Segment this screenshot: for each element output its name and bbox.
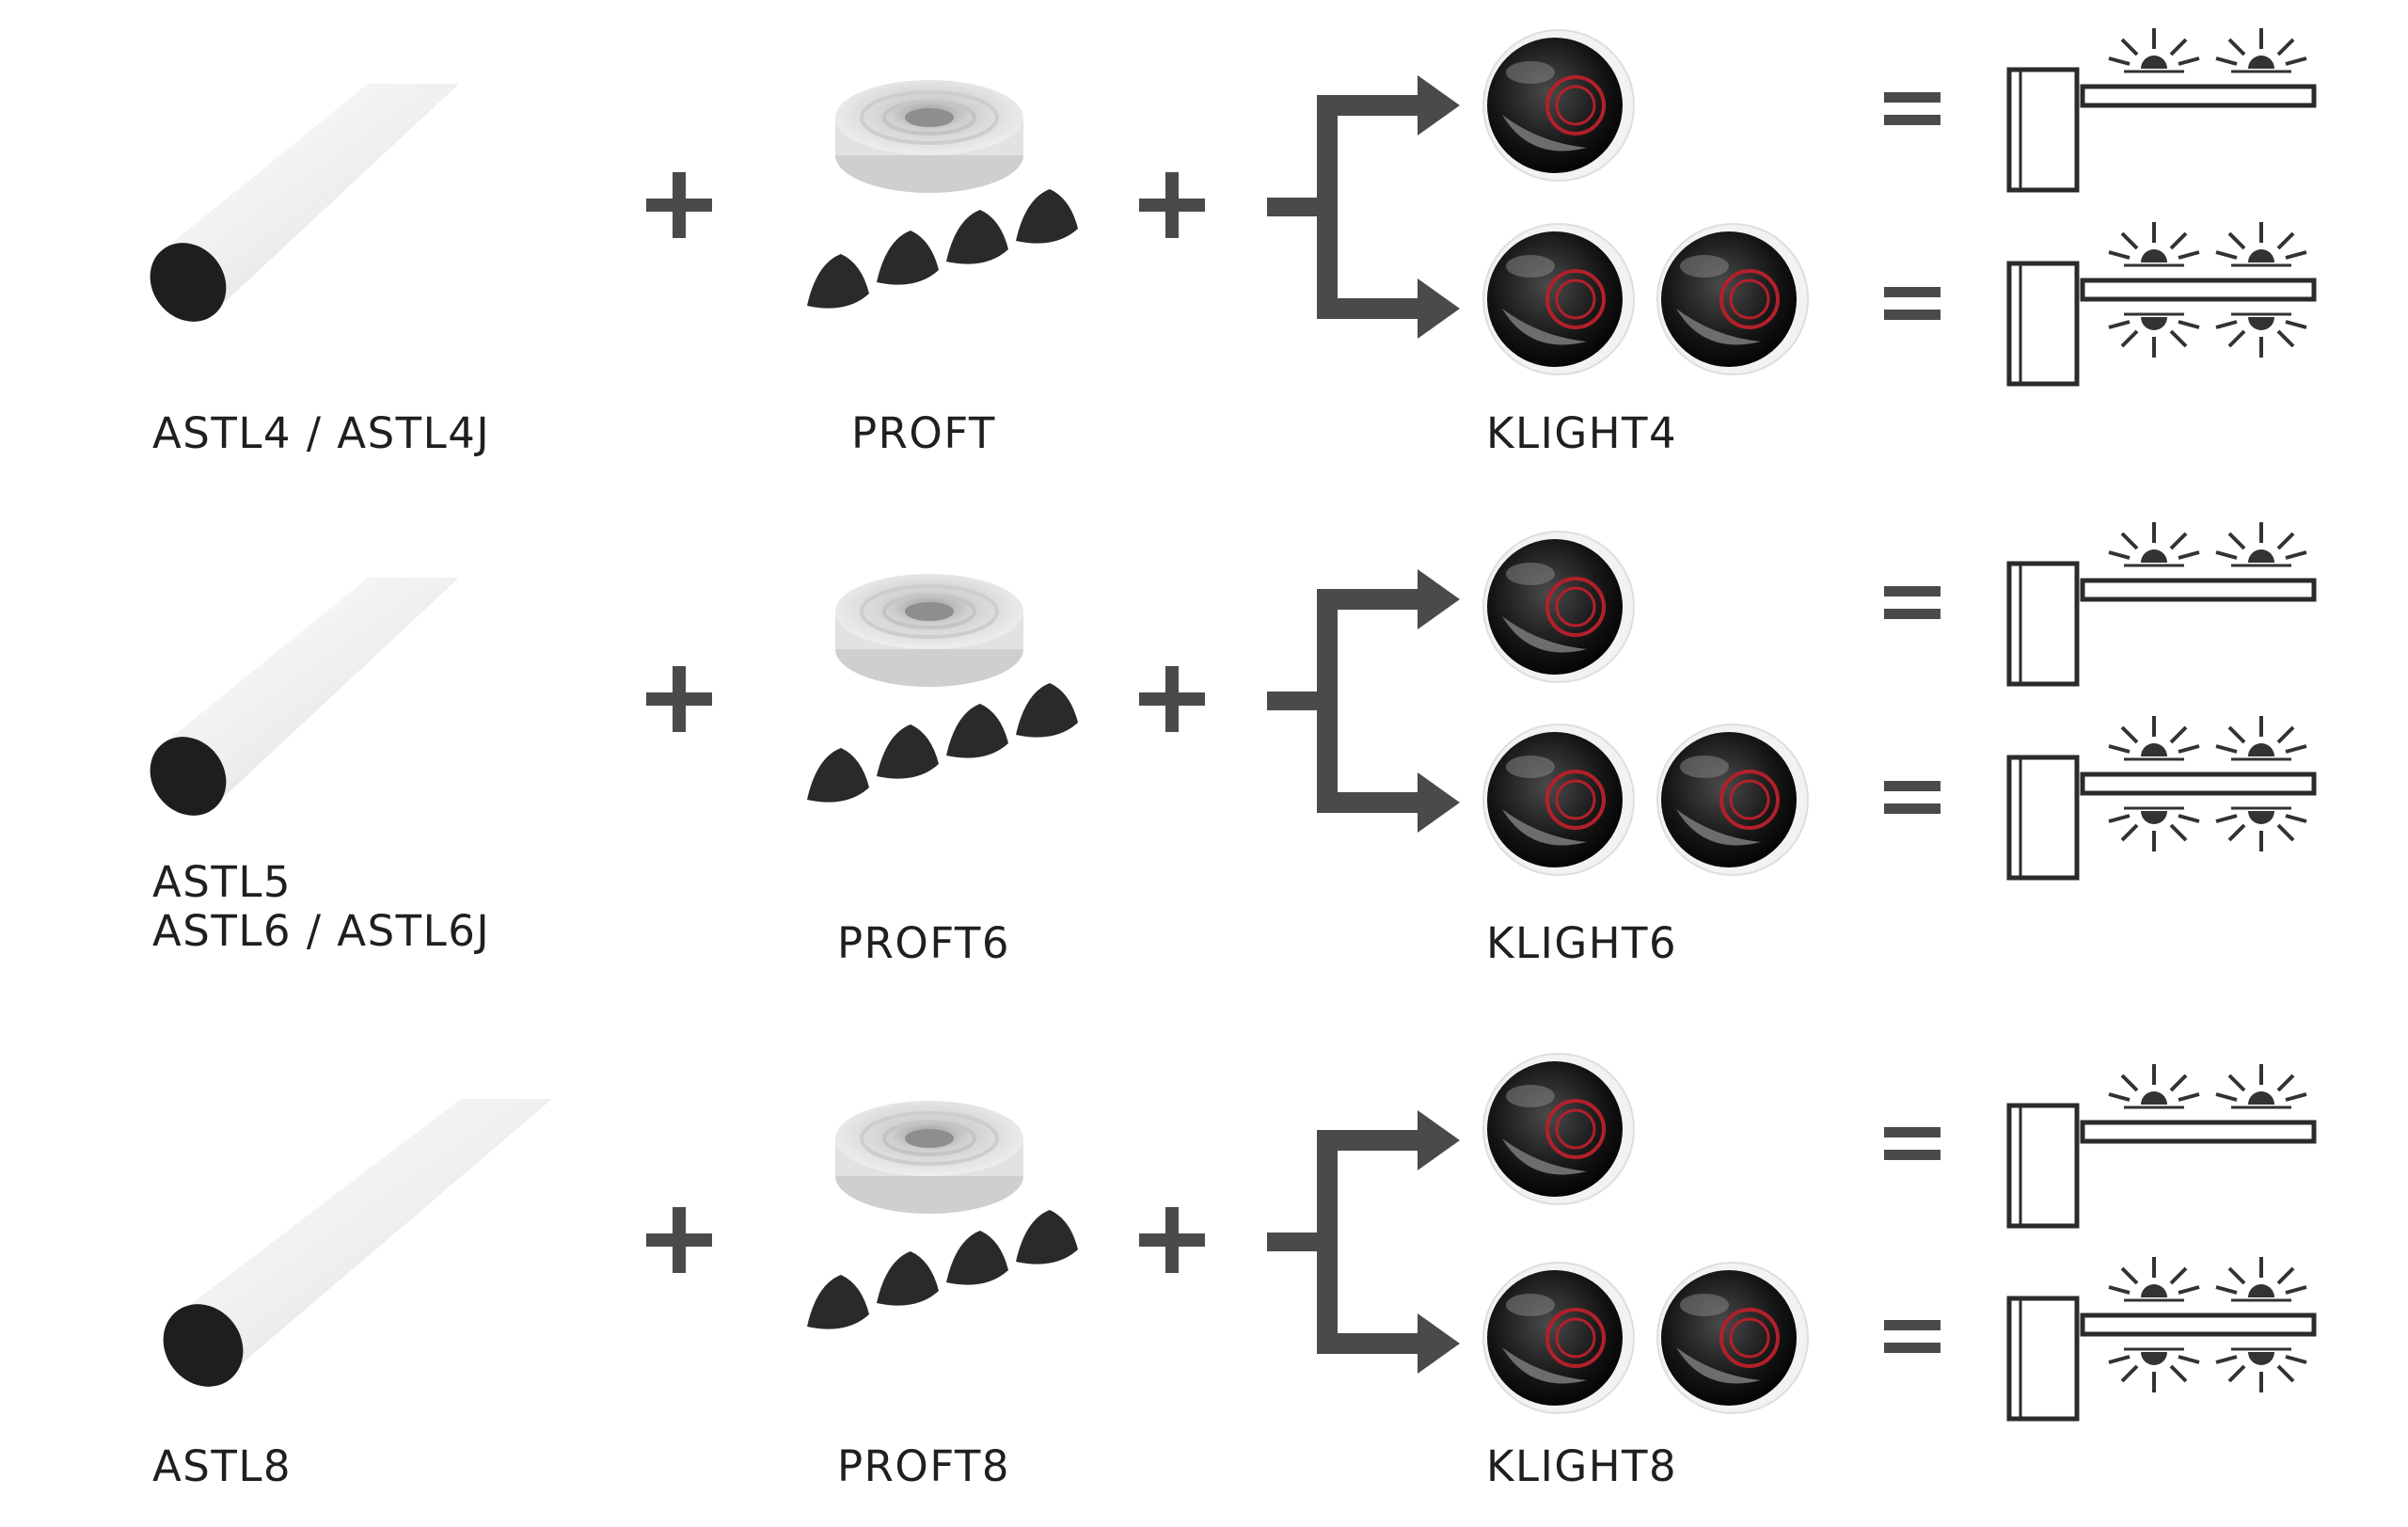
barrier-single-side-lights-icon (2009, 28, 2314, 190)
profile-label-row-1: PROFT (851, 408, 996, 458)
led-light-icon (1481, 222, 1636, 376)
arm-label-row-2: ASTL5 (152, 857, 293, 907)
equals-icon (1884, 586, 1941, 619)
plus-icon (1139, 1207, 1205, 1273)
light-label-row-2: KLIGHT6 (1486, 918, 1678, 968)
barrier-double-side-lights-icon (2009, 1257, 2314, 1419)
branch-arrow-icon (1267, 1110, 1460, 1374)
equals-icon (1884, 781, 1941, 814)
arm-label-row-2-line-2: ASTL6 / ASTL6J (152, 906, 491, 956)
branch-arrow-icon (1267, 75, 1460, 339)
barrier-single-side-lights-icon (2009, 522, 2314, 684)
equals-icon (1884, 287, 1941, 320)
equals-icon (1884, 92, 1941, 125)
rubber-profile-roll-icon (805, 1099, 1080, 1331)
barrier-single-side-lights-icon (2009, 1064, 2314, 1226)
rubber-profile-roll-icon (805, 78, 1080, 310)
arm-label-row-1: ASTL4 / ASTL4J (152, 408, 491, 458)
barrier-double-side-lights-icon (2009, 222, 2314, 384)
plus-icon (1139, 172, 1205, 238)
equals-icon (1884, 1320, 1941, 1353)
led-light-icon (1656, 723, 1810, 877)
plus-icon (1139, 666, 1205, 732)
led-light-icon (1481, 1261, 1636, 1415)
plus-icon (646, 172, 712, 238)
led-light-icon (1656, 1261, 1810, 1415)
profile-label-row-3: PROFT8 (837, 1441, 1011, 1491)
led-light-icon (1481, 1052, 1636, 1206)
barrier-double-side-lights-icon (2009, 716, 2314, 878)
led-light-icon (1481, 28, 1636, 183)
aluminium-arm-icon (133, 578, 459, 833)
led-light-icon (1656, 222, 1810, 376)
equals-icon (1884, 1127, 1941, 1160)
aluminium-arm-icon (147, 1099, 552, 1403)
row-2 (133, 522, 2314, 878)
plus-icon (646, 1207, 712, 1273)
row-1 (133, 28, 2314, 384)
branch-arrow-icon (1267, 569, 1460, 833)
row-3 (147, 1052, 2314, 1419)
profile-label-row-2: PROFT6 (837, 918, 1011, 968)
aluminium-arm-icon (133, 84, 459, 339)
plus-icon (646, 666, 712, 732)
light-label-row-3: KLIGHT8 (1486, 1441, 1678, 1491)
rubber-profile-roll-icon (805, 572, 1080, 804)
arm-label-row-3: ASTL8 (152, 1441, 293, 1491)
led-light-icon (1481, 530, 1636, 684)
led-light-icon (1481, 723, 1636, 877)
light-label-row-1: KLIGHT4 (1486, 408, 1678, 458)
